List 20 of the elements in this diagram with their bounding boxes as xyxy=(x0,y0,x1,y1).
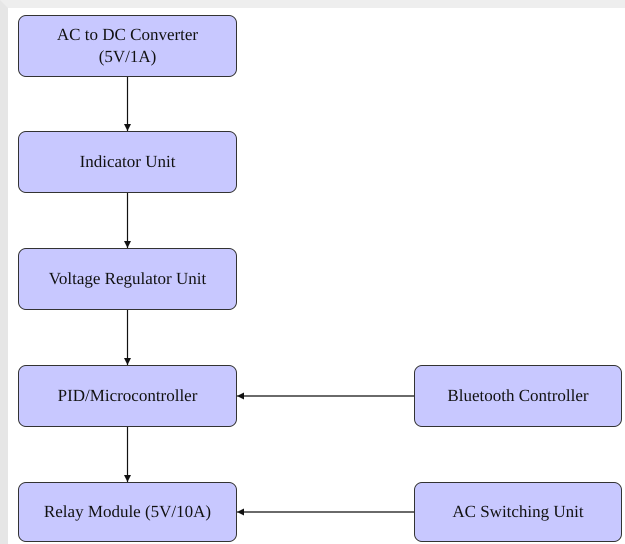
box-label: Relay Module (5V/10A) xyxy=(44,500,212,523)
process-box xyxy=(414,482,622,542)
arrow xyxy=(124,77,131,131)
process-box xyxy=(18,131,237,193)
box-label: Voltage Regulator Unit xyxy=(48,268,206,290)
box-label: AC Switching Unit xyxy=(452,500,584,523)
arrow xyxy=(237,392,414,400)
box-label: AC to DC Converter (5V/1A) xyxy=(56,24,200,68)
arrow xyxy=(237,508,414,516)
process-box xyxy=(18,482,237,542)
box-label: Indicator Unit xyxy=(80,150,176,173)
process-box xyxy=(18,248,237,310)
arrow xyxy=(124,427,131,482)
process-box xyxy=(18,365,237,427)
process-box xyxy=(414,365,622,427)
process-box xyxy=(18,15,237,77)
box-label: Bluetooth Controller xyxy=(447,384,589,407)
arrow xyxy=(124,193,131,248)
box-label: PID/Microcontroller xyxy=(58,384,198,407)
arrow xyxy=(124,310,131,365)
